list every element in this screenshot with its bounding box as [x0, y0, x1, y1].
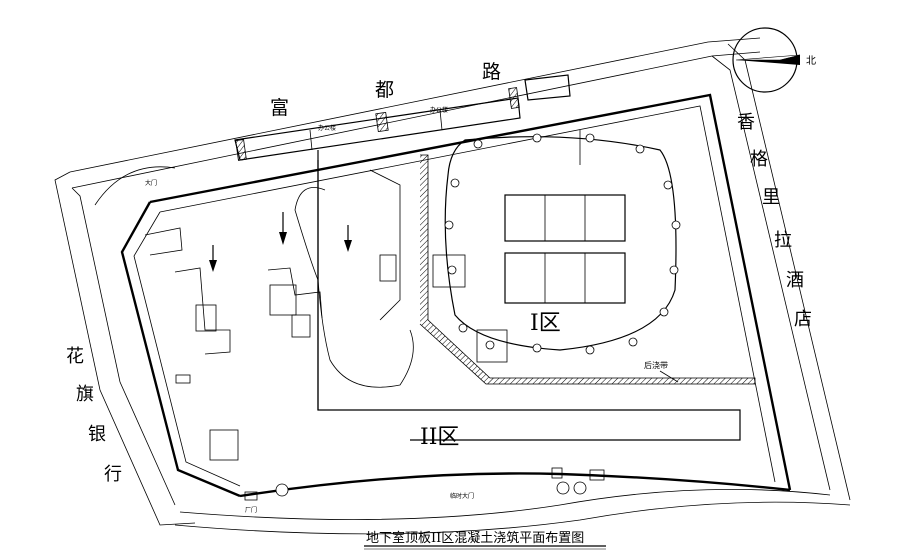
drawing-title-text: 地下室顶板II区混凝土浇筑平面布置图	[366, 530, 584, 546]
east-char-5: 酒	[786, 270, 804, 291]
gates: 临时大门 厂门	[244, 467, 605, 514]
north-road-name: 富 都 路	[270, 61, 501, 119]
left-structures	[144, 227, 397, 461]
compass: 北	[732, 27, 816, 93]
corner-label: 大门	[145, 179, 157, 187]
west-char-1: 花	[66, 346, 84, 367]
north-road-char-3: 路	[482, 61, 501, 83]
corner-arc	[94, 166, 176, 206]
zone1-label: I区	[530, 311, 561, 336]
building-label-right: 办公楼	[430, 106, 448, 114]
inner-perimeter	[133, 105, 776, 487]
zone1-region: I区	[419, 130, 756, 385]
north-buildings: 办公楼 办公楼	[234, 74, 571, 161]
east-char-4: 拉	[774, 230, 792, 251]
east-char-6: 店	[794, 309, 812, 330]
west-bank-name: 花 旗 银 行	[66, 346, 122, 485]
drawing-title: 地下室顶板II区混凝土浇筑平面布置图	[364, 530, 606, 550]
column-markers	[444, 133, 681, 355]
east-char-3: 里	[762, 187, 780, 208]
post-pour-leader	[659, 370, 679, 383]
building-label-left: 办公楼	[318, 124, 336, 132]
post-pour-label: 后浇带	[644, 360, 668, 370]
west-char-3: 银	[88, 424, 106, 445]
east-char-2: 格	[750, 149, 768, 170]
entry-left-label: 厂门	[245, 506, 257, 514]
zone2-label: II区	[420, 425, 459, 450]
compass-north-label: 北	[806, 55, 816, 67]
north-road-char-1: 富	[270, 97, 289, 119]
east-char-1: 香	[737, 112, 755, 133]
zone2-region: II区	[294, 150, 741, 450]
gate-left-label: 临时大门	[450, 492, 474, 500]
pour-arrows	[209, 212, 352, 272]
north-road-char-2: 都	[375, 79, 394, 101]
site-wall	[120, 93, 792, 498]
east-hotel-name: 香 格 里 拉 酒 店	[737, 112, 812, 330]
west-char-2: 旗	[76, 384, 94, 405]
west-char-4: 行	[104, 464, 122, 485]
